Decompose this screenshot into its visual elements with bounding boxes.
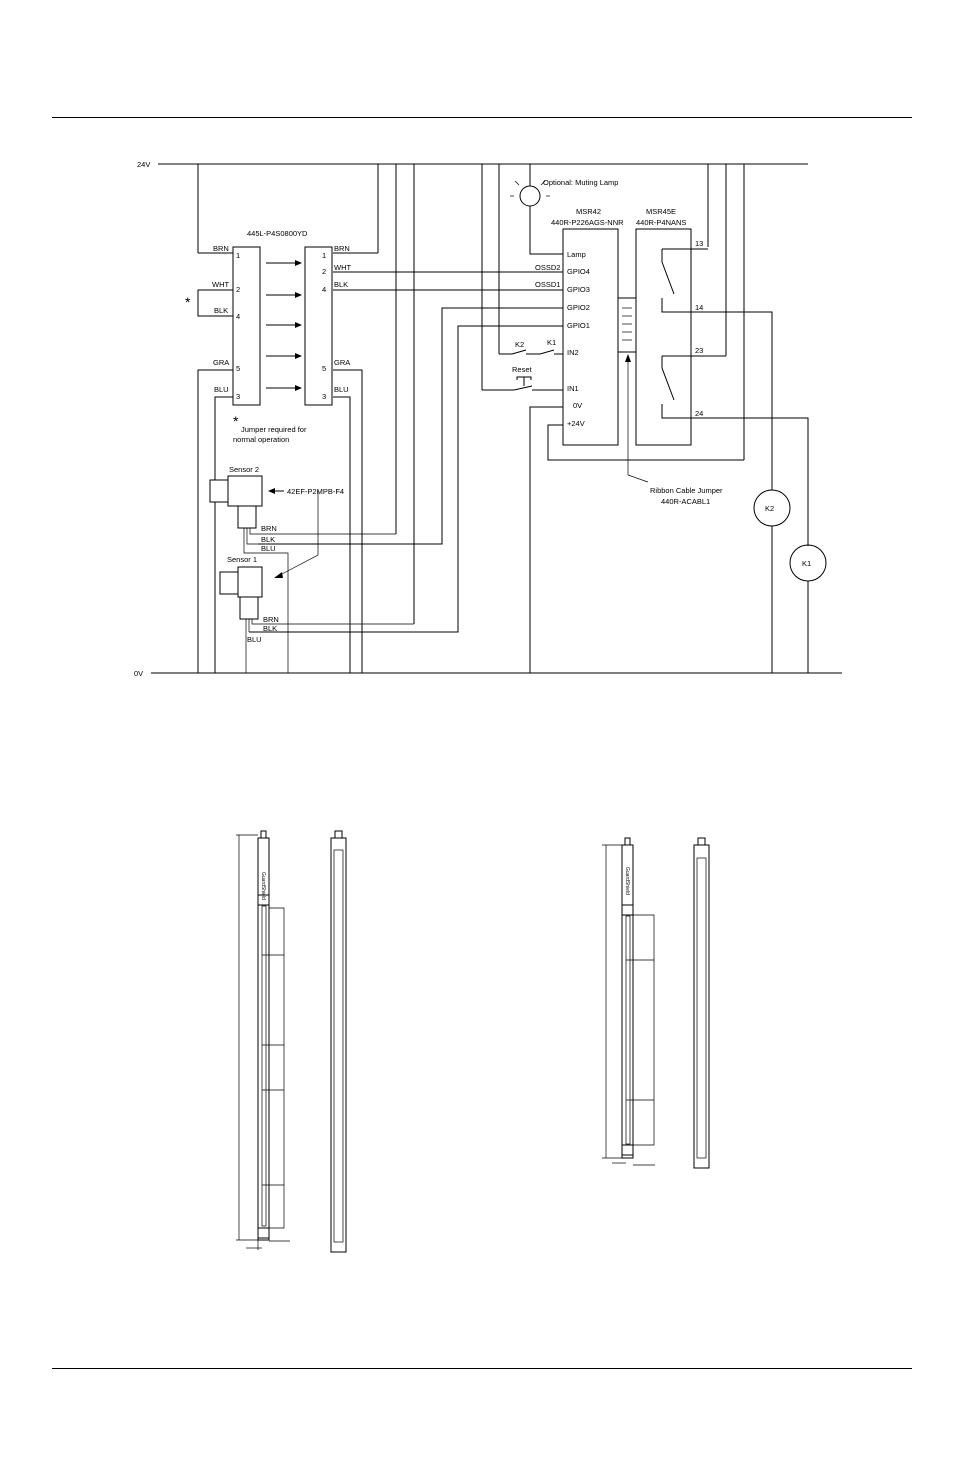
wiring-diagram: 24V 0V 445L-P4S0800YD BRN 1 WHT 2 BLK 4 … [134,160,842,678]
sensor1-body [237,566,263,598]
left-wire-blk: BLK [214,306,228,315]
coil-k2-label: K2 [765,504,774,513]
contact-k1-label: K1 [547,338,556,347]
msr42-term-in1: IN1 [567,384,579,393]
sensor2-wire-blk: BLK [261,535,275,544]
msr42-term-0v: 0V [573,401,582,410]
rail-0v-label: 0V [134,669,143,678]
long-unit-logo: GuardShield [260,872,266,900]
left-pin-3: 3 [236,392,240,401]
left-wire-brn: BRN [213,244,229,253]
right-wire-gra: GRA [334,358,350,367]
right-pin-3: 3 [322,392,326,401]
long-light-curtain-front: GuardShield [236,830,290,1250]
ossd1-label: OSSD1 [535,280,560,289]
contact-k2-label: K2 [515,340,524,349]
msr42-term-gpio2: GPIO2 [567,303,590,312]
left-pin-2: 2 [236,285,240,294]
msr45e-name: MSR45E [646,207,676,216]
sensor2-body [227,475,263,507]
ossd2-label: OSSD2 [535,263,560,272]
short-unit-logo: GuardShield [624,867,630,895]
right-wire-blk: BLK [334,280,348,289]
reset-label: Reset [512,365,533,374]
short-light-curtain-front: GuardShield [602,837,655,1166]
sensor2-label: Sensor 2 [229,465,259,474]
jumper-note-line1: Jumper required for [241,425,307,434]
msr42-term-gpio1: GPIO1 [567,321,590,330]
msr42-term-lamp: Lamp [567,250,586,259]
header-rule [52,117,912,118]
right-wire-blu: BLU [334,385,349,394]
long-light-curtain-side [330,830,347,1253]
note-asterisk: * [233,413,239,429]
left-pin-1: 1 [236,251,240,260]
msr42-part: 440R-P226AGS-NNR [551,218,624,227]
cable-arrows [266,260,302,391]
right-wire-brn: BRN [334,244,350,253]
msr45e-part: 440R-P4NANS [636,218,686,227]
rail-24v-label: 24V [137,160,150,169]
msr42-term-in2: IN2 [567,348,579,357]
left-wire-wht: WHT [212,280,229,289]
ribbon-label: Ribbon Cable Jumper [650,486,723,495]
right-wire-wht: WHT [334,263,351,272]
ribbon-connector-lines [622,307,632,341]
sensor1-wire-brn: BRN [263,615,279,624]
msr45e-term-14: 14 [695,303,703,312]
left-wire-blu: BLU [214,385,229,394]
jumper-note-line2: normal operation [233,435,289,444]
msr45e-term-23: 23 [695,346,703,355]
left-wire-gra: GRA [213,358,229,367]
ribbon-part: 440R-ACABL1 [661,497,710,506]
sensor1-wire-blu: BLU [247,635,262,644]
msr42-term-24v: +24V [567,419,585,428]
right-pin-4: 4 [322,285,326,294]
left-pin-4: 4 [236,312,240,321]
short-light-curtain-side [693,837,710,1169]
muting-lamp-label: Optional: Muting Lamp [543,178,618,187]
msr45e-term-13: 13 [695,239,703,248]
footer-rule [52,1368,912,1369]
sensor2-wire-blu: BLU [261,544,276,553]
msr42-name: MSR42 [576,207,601,216]
sensor-part-label: 42EF-P2MPB-F4 [287,487,344,496]
msr42-term-gpio3: GPIO3 [567,285,590,294]
left-pin-5: 5 [236,364,240,373]
msr42-term-gpio4: GPIO4 [567,267,590,276]
sensor2-lens [209,479,229,503]
sensor1-lens [219,571,239,595]
right-pin-5: 5 [322,364,326,373]
right-pin-2: 2 [322,267,326,276]
right-pin-1: 1 [322,251,326,260]
sensor1-wire-blk: BLK [263,624,277,633]
sensor2-wire-brn: BRN [261,524,277,533]
msr45e-term-24: 24 [695,409,703,418]
coil-k1-label: K1 [802,559,811,568]
sensor1-label: Sensor 1 [227,555,257,564]
cable-part-label: 445L-P4S0800YD [247,229,308,238]
jumper-asterisk: * [185,294,191,310]
